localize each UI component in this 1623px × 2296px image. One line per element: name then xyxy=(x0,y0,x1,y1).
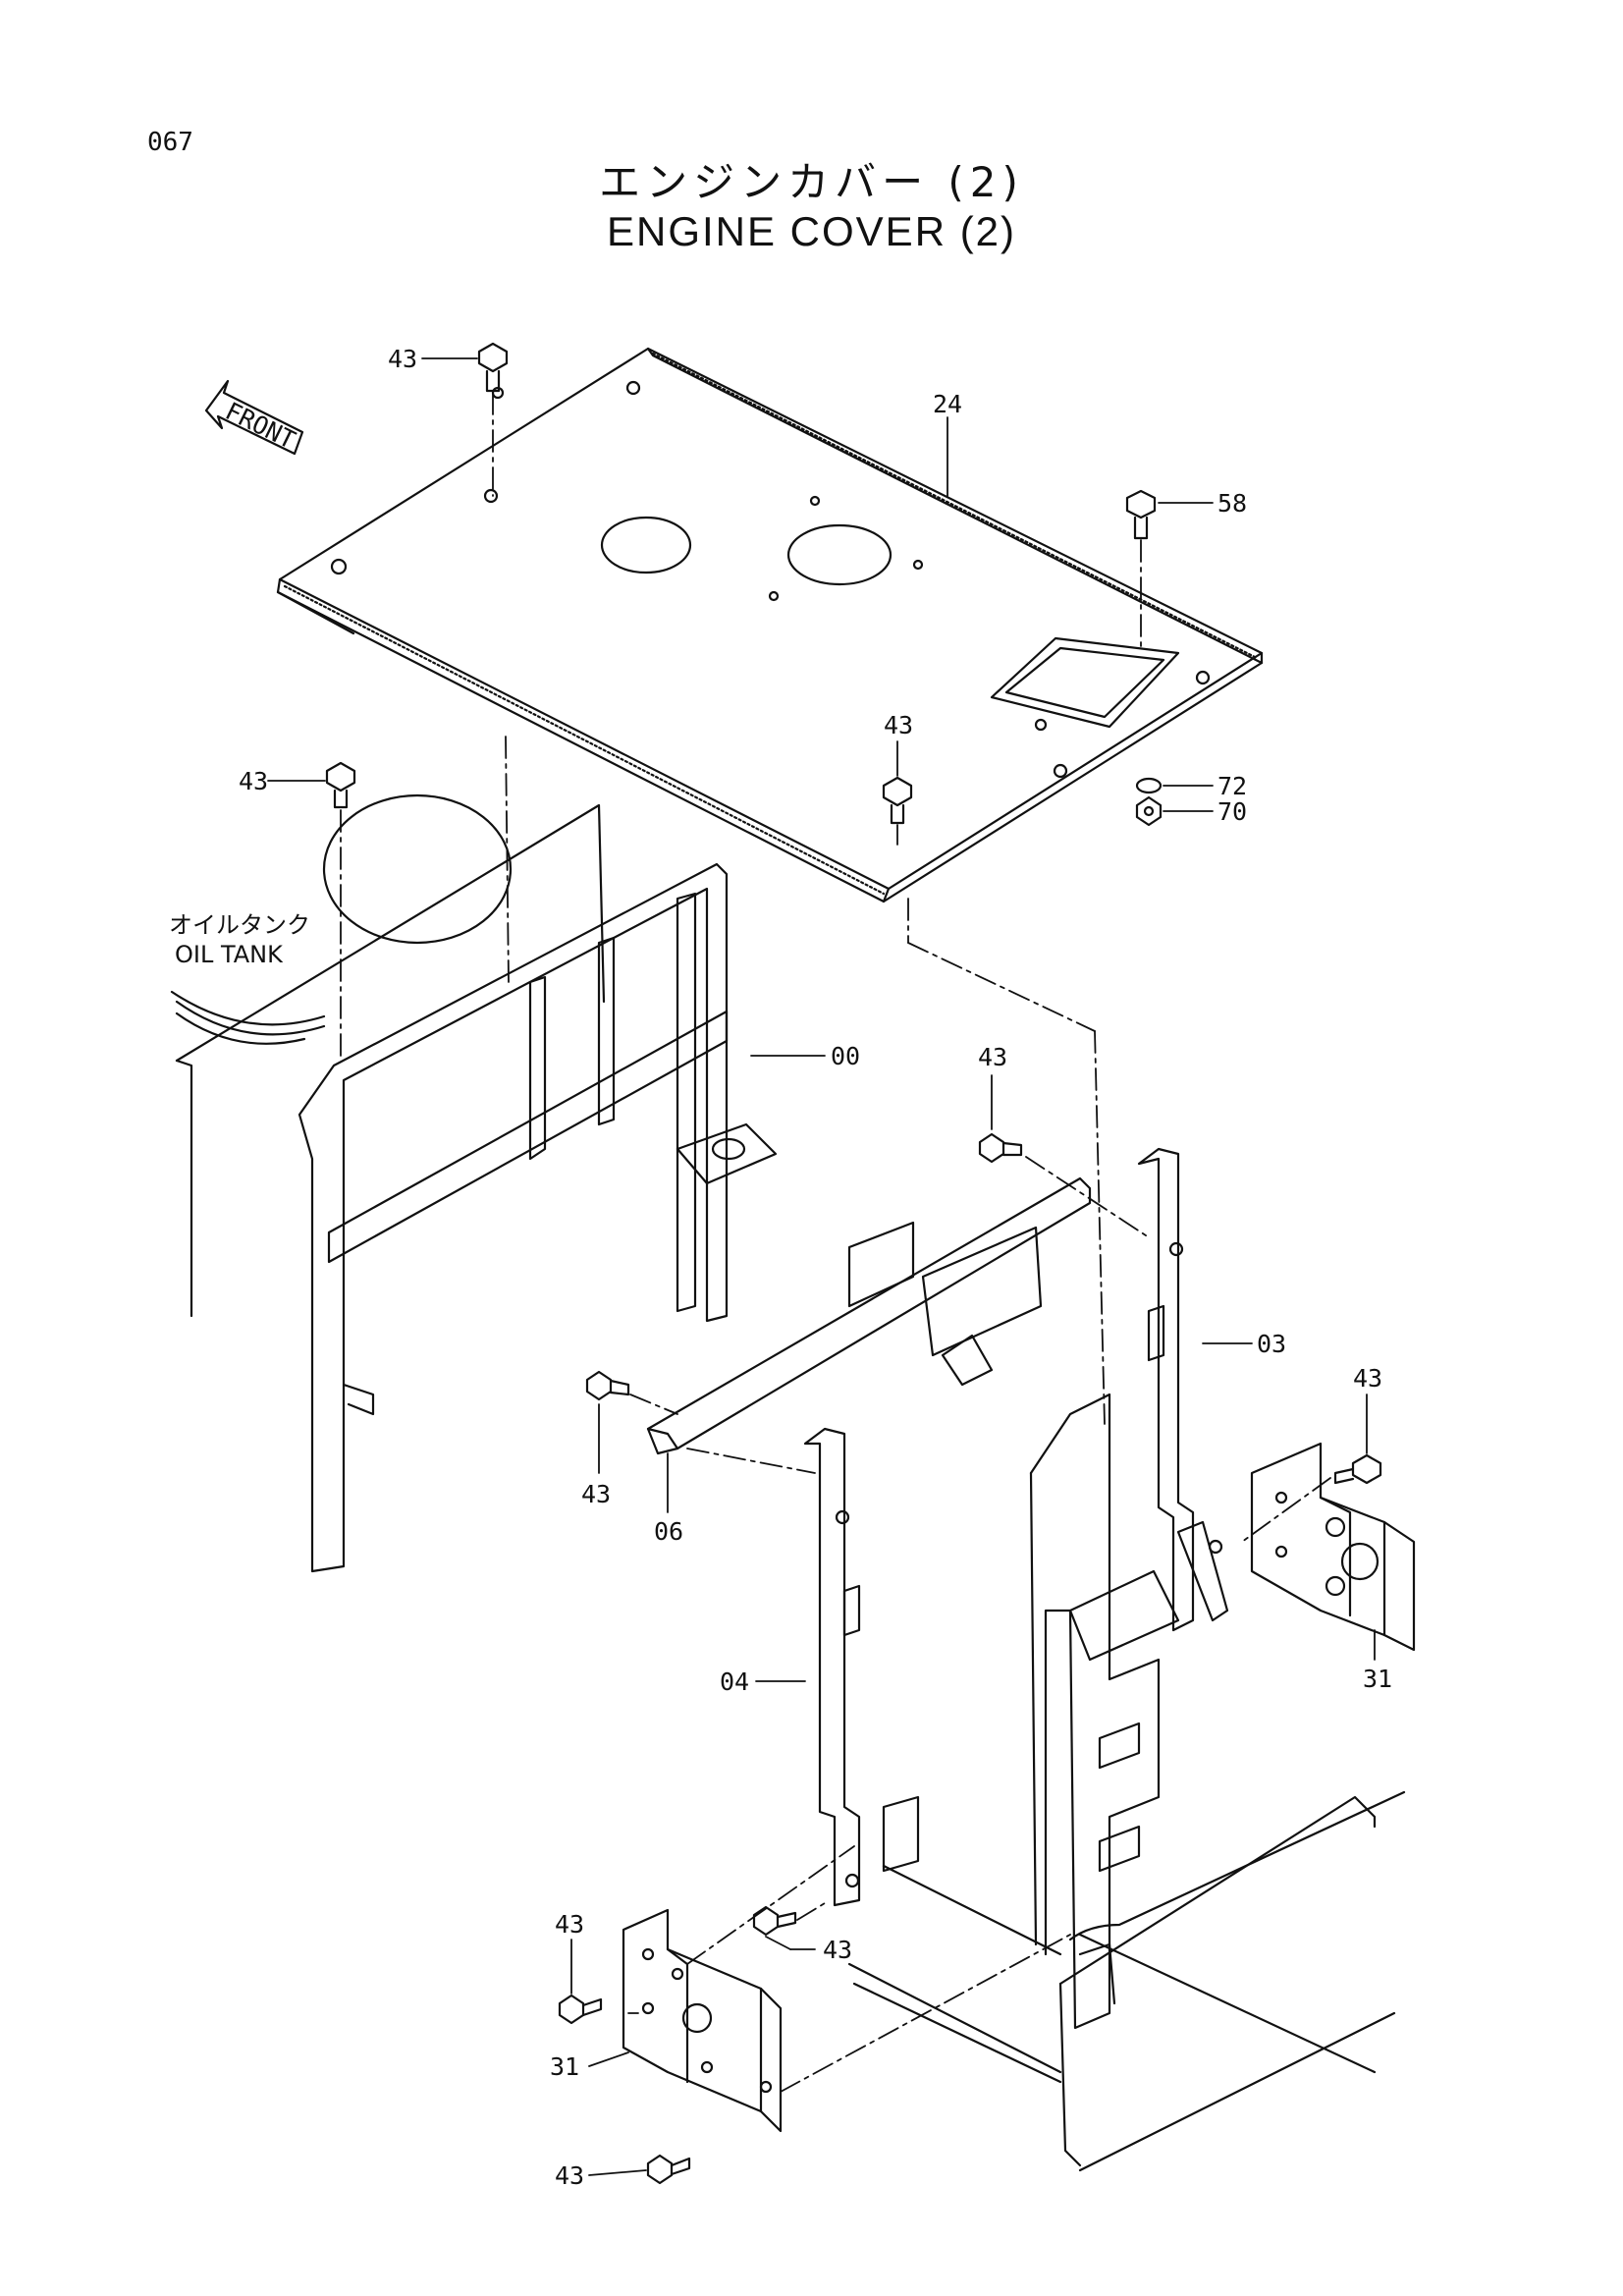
rear-frame xyxy=(847,1393,1406,2172)
callout-labels: 43 24 58 43 43 72 70 00 43 03 43 43 06 3… xyxy=(239,345,1392,2190)
callout-43: 43 xyxy=(239,767,268,795)
bolt-icon xyxy=(882,776,913,825)
callout-43: 43 xyxy=(823,1936,852,1964)
callout-04: 04 xyxy=(720,1667,749,1696)
callout-43: 43 xyxy=(555,1910,584,1939)
callout-43: 43 xyxy=(581,1480,611,1508)
bracket-frame xyxy=(298,862,778,1573)
title-english: ENGINE COVER (2) xyxy=(606,208,1017,254)
bolt-icon xyxy=(477,342,509,393)
callout-31: 31 xyxy=(550,2052,579,2081)
callout-24: 24 xyxy=(933,390,962,418)
callout-58: 58 xyxy=(1217,489,1247,518)
callout-06: 06 xyxy=(654,1517,683,1546)
cross-stay xyxy=(646,1176,1092,1455)
callout-70: 70 xyxy=(1217,797,1247,826)
plate-bracket-31-right xyxy=(1250,1442,1416,1652)
bolt-icon xyxy=(558,1994,603,2025)
top-cover-plate xyxy=(276,347,1264,903)
bolt-icon xyxy=(1333,1453,1382,1485)
bolt-icon xyxy=(1125,489,1157,540)
callout-43: 43 xyxy=(1353,1364,1382,1393)
bolt-icon xyxy=(325,761,356,809)
callout-43: 43 xyxy=(555,2161,584,2190)
page-number: 067 xyxy=(147,128,193,157)
oil-tank: オイルタンク OIL TANK xyxy=(152,793,606,1318)
oil-tank-label-jp: オイルタンク xyxy=(169,911,310,939)
side-bracket-03 xyxy=(1137,1147,1229,1632)
bolt-icon xyxy=(752,1905,797,1937)
bolt-icon xyxy=(585,1370,630,1401)
bolt-icon xyxy=(646,2154,691,2185)
callout-43: 43 xyxy=(388,345,417,373)
assembly-lines xyxy=(340,392,1331,2093)
callout-43: 43 xyxy=(884,711,913,739)
front-arrow-icon: FRONT xyxy=(204,379,304,456)
callout-03: 03 xyxy=(1257,1330,1286,1358)
bolt-icon xyxy=(978,1132,1023,1164)
callout-leaders xyxy=(267,357,1376,2176)
callout-43: 43 xyxy=(978,1043,1007,1071)
nut-icon xyxy=(1135,795,1163,827)
side-bracket-04 xyxy=(803,1427,861,1907)
callout-00: 00 xyxy=(831,1042,860,1070)
front-label: FRONT xyxy=(221,397,299,455)
callout-72: 72 xyxy=(1217,772,1247,800)
oil-tank-label-en: OIL TANK xyxy=(175,941,284,968)
title-japanese: エンジンカバー (2) xyxy=(599,158,1024,206)
washer-icon xyxy=(1135,777,1163,794)
callout-31: 31 xyxy=(1363,1665,1392,1693)
plate-bracket-31-left xyxy=(622,1908,783,2133)
